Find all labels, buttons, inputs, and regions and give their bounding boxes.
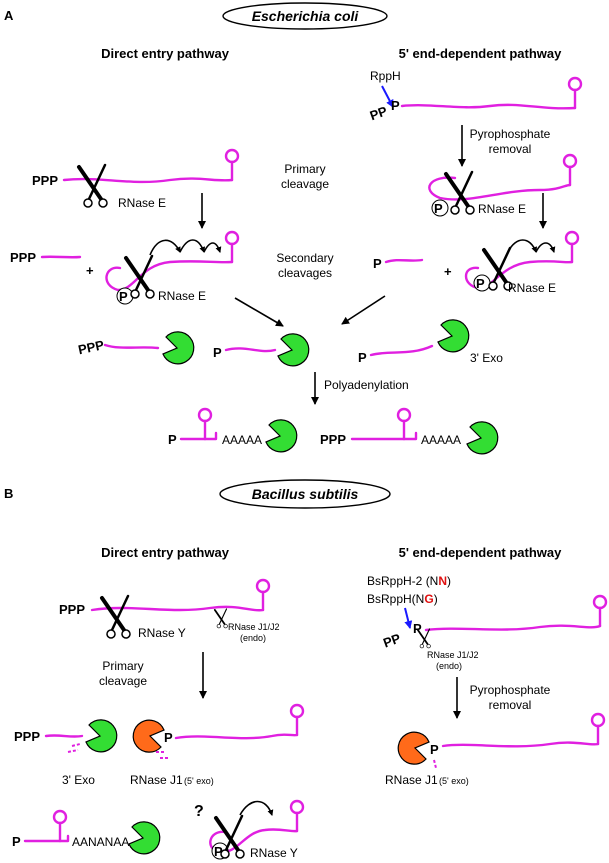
a-rnase-e-2: RNase E [478, 202, 526, 216]
a-converge-right [341, 295, 386, 325]
b-primary-l2: cleavage [99, 674, 147, 688]
a-rnase-e-1: RNase E [118, 196, 166, 210]
organism-ellipse-b [219, 479, 391, 509]
b-pyro-l2: removal [489, 698, 532, 712]
a-ppp-frag: PPP [10, 250, 36, 265]
a-direct-title: Direct entry pathway [101, 46, 230, 61]
a-p-sec-left: P [119, 289, 128, 304]
b-rna-y-final [209, 828, 299, 854]
a-exo-1 [162, 331, 195, 365]
b-exo5-left: (5' exo) [184, 776, 214, 786]
b-j1j2-left: RNase J1/J2 [228, 622, 280, 632]
a-primary-l1: Primary [284, 162, 325, 176]
a-exo-4 [265, 419, 298, 453]
b-ppp-frag: PPP [14, 729, 40, 744]
b-exo3-pac [85, 719, 118, 753]
a-rna-deg-1 [103, 343, 160, 350]
a-p-frag-right: P [373, 256, 382, 271]
a-rna-mono [428, 176, 572, 201]
b-j1-right [397, 731, 430, 765]
a-polya-2: AAAAA [421, 433, 461, 447]
a-plus-right: + [444, 264, 452, 279]
b-rnase-j1-right: RNase J1 [385, 773, 438, 787]
a-rnase-e-4: RNase E [508, 281, 556, 295]
b-rna-top-left [90, 605, 265, 612]
a-p-deg-3: P [358, 350, 367, 365]
a-p-mono: P [434, 201, 443, 216]
b-p-j1-left: P [164, 730, 173, 745]
a-secondary-l2: cleavages [278, 266, 332, 280]
bsrpph2-label: BsRppH-2 (NN) [367, 574, 451, 588]
a-exo-3 [437, 319, 470, 353]
a-polyadenylation: Polyadenylation [324, 378, 409, 392]
b-j1-left [132, 719, 165, 753]
a-ppp-top: PPP [32, 173, 58, 188]
a-rna-top-right [400, 103, 577, 110]
a-p-label-top: P [391, 98, 400, 113]
a-primary-l2: cleavage [281, 177, 329, 191]
a-ppp-final: PPP [320, 432, 346, 447]
a-rna-frag-right [384, 258, 424, 264]
b-rnase-y-2: RNase Y [250, 846, 298, 860]
bsrpph-label: BsRppH(NG) [367, 592, 438, 606]
rpph-label: RppH [370, 69, 401, 83]
b-rnase-j1-left: RNase J1 [130, 773, 183, 787]
b-rna-frag-left [44, 734, 84, 738]
a-rna-sec-right [464, 260, 574, 290]
b-rna-j1-right [441, 741, 600, 748]
b-direct-title: Direct entry pathway [101, 545, 230, 560]
a-p-deg-2: P [213, 345, 222, 360]
a-rna-deg-3 [369, 344, 434, 357]
b-exo5-right: (5' exo) [439, 776, 469, 786]
a-pyro-l1: Pyrophosphate [470, 127, 551, 141]
a-rna-frag-left [40, 255, 82, 259]
b-rna-top-right [424, 624, 602, 632]
b-pp-label: PP [381, 630, 403, 650]
bsrpph-arrow [404, 607, 413, 629]
organism-a: Escherichia coli [252, 8, 360, 24]
a-dependent-title: 5' end-dependent pathway [399, 46, 562, 61]
b-rna-j1-left [174, 733, 299, 740]
a-rna-deg-2 [224, 347, 277, 353]
b-primary-l1: Primary [102, 659, 143, 673]
a-converge-left [234, 297, 284, 327]
b-exo-final [128, 821, 161, 855]
b-endo-right: (endo) [436, 661, 462, 671]
a-exo3-label: 3' Exo [470, 351, 503, 365]
panel-b-letter: B [4, 486, 13, 501]
b-polya: AANANAA [72, 835, 129, 849]
b-exo3-label: 3' Exo [62, 773, 95, 787]
b-rnase-y-1: RNase Y [138, 626, 186, 640]
organism-b: Bacillus subtilis [252, 486, 359, 502]
a-rnase-e-3: RNase E [158, 289, 206, 303]
a-rna-sec-left [105, 260, 234, 292]
rpph-arrow [381, 85, 394, 108]
b-dependent-title: 5' end-dependent pathway [399, 545, 562, 560]
a-p-sec-right: P [476, 276, 485, 291]
a-exo-2 [277, 333, 310, 367]
a-pp-label: PP [368, 103, 390, 123]
b-pyro-l1: Pyrophosphate [470, 683, 551, 697]
b-endo-left: (endo) [240, 633, 266, 643]
b-p-polyA: P [12, 834, 21, 849]
a-plus-left: + [86, 263, 94, 278]
b-p-top: P [413, 621, 422, 636]
organism-ellipse-a [222, 2, 388, 30]
a-ppp-deg: PPP [77, 337, 106, 357]
a-pyro-l2: removal [489, 142, 532, 156]
b-p-j1-right: P [430, 742, 439, 757]
a-rna-ppp-left [62, 177, 234, 184]
panel-a-letter: A [4, 8, 14, 23]
a-polya-1: AAAAA [222, 433, 262, 447]
b-j1j2-right: RNase J1/J2 [427, 650, 479, 660]
a-secondary-l1: Secondary [276, 251, 333, 265]
a-exo-5 [466, 421, 499, 455]
b-question: ? [194, 803, 204, 820]
b-ppp-top: PPP [59, 602, 85, 617]
b-p-y-final: P [214, 844, 223, 859]
a-p-final: P [168, 432, 177, 447]
